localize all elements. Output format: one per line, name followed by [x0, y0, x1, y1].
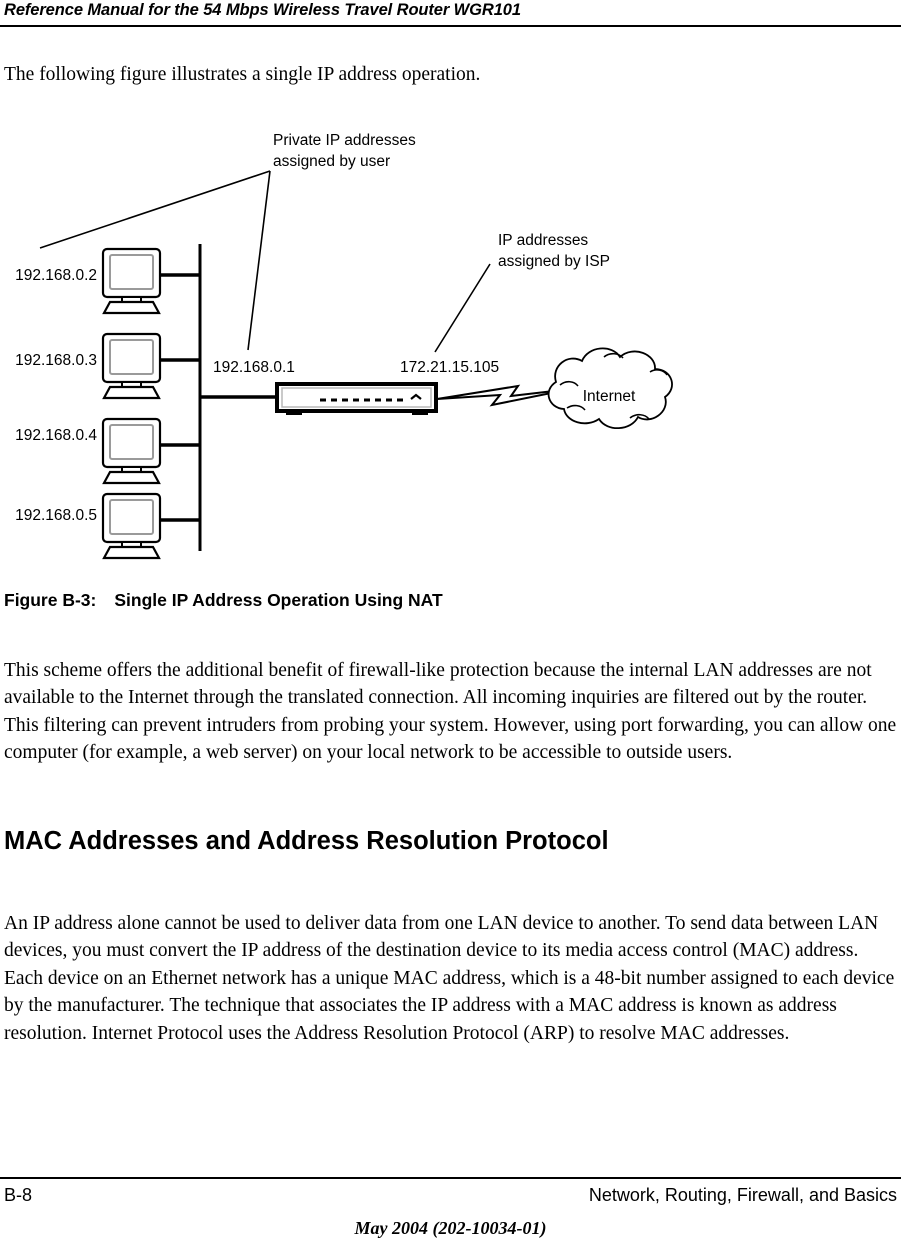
internet-cloud-icon: Internet: [547, 347, 673, 430]
leader-line-private-left: [39, 170, 271, 249]
figure-b3-diagram: Private IP addresses assigned by user IP…: [0, 120, 901, 570]
router-logo-mark: [410, 393, 422, 400]
footer-page-number: B-8: [4, 1185, 33, 1205]
page-header: Reference Manual for the 54 Mbps Wireles…: [0, 0, 901, 27]
running-header-title: Reference Manual for the 54 Mbps Wireles…: [4, 1, 521, 19]
callout-isp-line1: IP addresses: [498, 232, 588, 249]
router-device-icon: [275, 382, 438, 415]
intro-paragraph: The following figure illustrates a singl…: [4, 64, 481, 85]
callout-leader-lines: [39, 170, 491, 353]
header-divider-rule: [0, 25, 901, 27]
paragraph-nat-firewall: This scheme offers the additional benefi…: [4, 660, 897, 764]
footer-divider-rule: [0, 1177, 901, 1179]
footer-date-code: May 2004 (202-10034-01): [354, 1218, 547, 1238]
host-ip-label-1: 192.168.0.2: [15, 267, 97, 284]
leader-line-isp: [434, 263, 491, 353]
router-foot-right: [412, 411, 428, 415]
footer-section-name: Network, Routing, Firewall, and Basics: [588, 1185, 897, 1205]
host-ip-label-3: 192.168.0.4: [15, 427, 97, 444]
router-foot-left: [286, 411, 302, 415]
computer-icon-3: [101, 417, 162, 485]
host-ip-label-4: 192.168.0.5: [15, 507, 97, 524]
lan-drop-links: [160, 273, 200, 522]
computer-icon-4: [101, 492, 162, 560]
callout-private-line2: assigned by user: [273, 153, 390, 170]
computer-icon-1: [101, 247, 162, 315]
callout-isp-line2: assigned by ISP: [498, 253, 610, 270]
computer-icon-2: [101, 332, 162, 400]
leader-line-private-down: [247, 170, 271, 351]
callout-private-line1: Private IP addresses: [273, 132, 416, 149]
section-heading-mac-addresses: MAC Addresses and Address Resolution Pro…: [4, 827, 609, 855]
router-wan-ip-label: 172.21.15.105: [400, 359, 499, 376]
figure-caption-title: Single IP Address Operation Using NAT: [114, 590, 443, 610]
internet-cloud-label: Internet: [583, 388, 636, 405]
paragraph-mac-address: An IP address alone cannot be used to de…: [4, 913, 895, 1044]
figure-caption-number: Figure B-3:: [4, 590, 97, 610]
figure-caption: Figure B-3: Single IP Address Operation U…: [4, 590, 443, 611]
router-lan-ip-label: 192.168.0.1: [213, 359, 295, 376]
host-ip-label-2: 192.168.0.3: [15, 352, 97, 369]
